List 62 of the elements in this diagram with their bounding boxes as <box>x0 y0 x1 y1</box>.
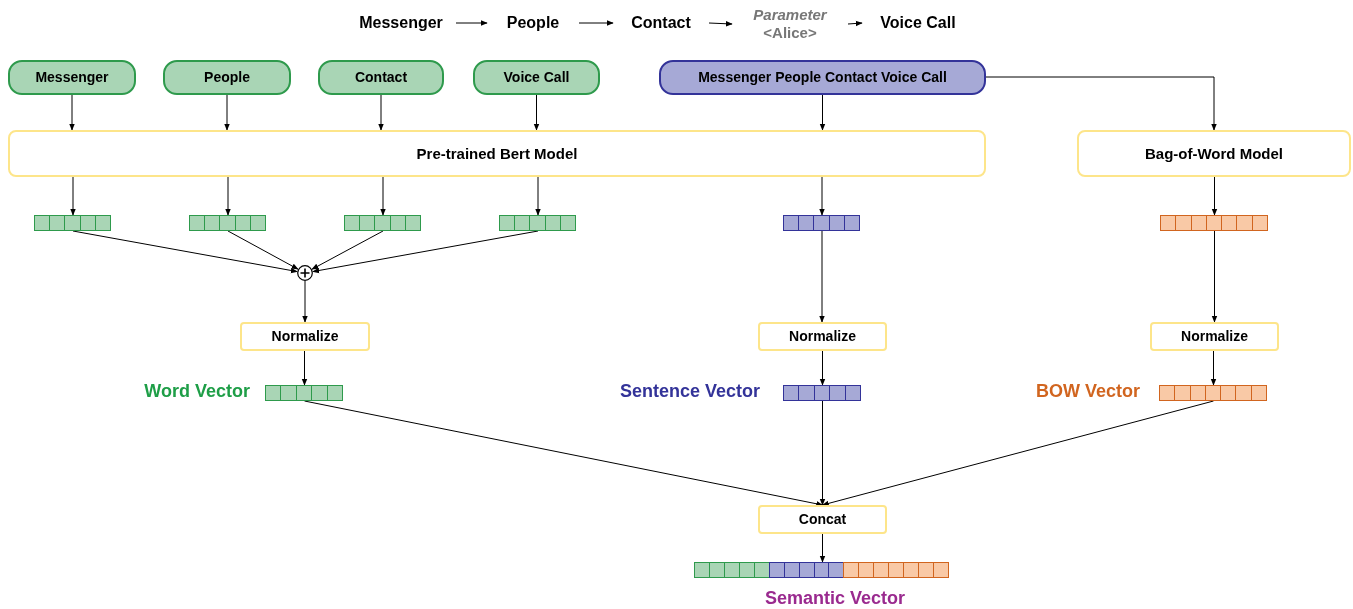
flow-step-label: People <box>506 13 560 33</box>
sentence-pill: Messenger People Contact Voice Call <box>659 60 986 95</box>
arrow <box>312 230 539 274</box>
vector-bar <box>1160 385 1267 401</box>
flow-step-label: Contact <box>631 13 691 33</box>
arrow <box>69 94 75 131</box>
flow-step-label: Voice Call <box>880 13 956 33</box>
vector-label: Word Vector <box>143 381 250 402</box>
arrow <box>1211 176 1218 216</box>
arrow <box>578 20 614 26</box>
vector-bar <box>500 215 576 231</box>
arrow <box>708 20 733 27</box>
word-pill: Contact <box>318 60 444 95</box>
vector-bar <box>695 562 949 578</box>
word-pill: People <box>163 60 291 95</box>
process-box: Normalize <box>1150 322 1279 351</box>
arrow <box>819 533 826 563</box>
arrow <box>455 20 488 26</box>
vector-bar <box>266 385 343 401</box>
vector-bar <box>35 215 111 231</box>
arrow <box>311 230 384 270</box>
vector-bar <box>784 385 861 401</box>
model-box: Pre-trained Bert Model <box>8 130 986 177</box>
flow-step-label: Messenger <box>359 13 443 33</box>
arrow <box>819 350 826 386</box>
plus-circle-icon <box>297 265 313 281</box>
arrow <box>380 176 386 216</box>
arrow <box>1210 350 1217 386</box>
arrow <box>304 400 824 507</box>
arrow <box>847 20 863 27</box>
arrow <box>985 76 1217 131</box>
parameter-label: <Alice> <box>763 24 817 42</box>
arrow <box>819 94 826 131</box>
arrow <box>819 230 825 323</box>
arrow <box>225 176 231 216</box>
arrow <box>821 400 1214 507</box>
arrow <box>819 400 826 506</box>
word-pill: Voice Call <box>473 60 600 95</box>
arrow <box>302 280 308 323</box>
vector-bar <box>345 215 421 231</box>
arrow <box>1211 230 1218 323</box>
arrow <box>533 94 540 131</box>
vector-label: BOW Vector <box>1034 381 1140 402</box>
arrow <box>70 176 76 216</box>
arrow <box>819 176 825 216</box>
parameter-label: Parameter <box>753 6 827 24</box>
arrow <box>535 176 541 216</box>
arrow <box>227 230 299 270</box>
process-box: Concat <box>758 505 887 534</box>
vector-bar <box>190 215 266 231</box>
process-box: Normalize <box>240 322 370 351</box>
word-pill: Messenger <box>8 60 136 95</box>
vector-label: Semantic Vector <box>763 588 907 609</box>
arrow <box>224 94 230 131</box>
vector-bar <box>784 215 860 231</box>
arrow <box>72 230 298 274</box>
vector-bar <box>1161 215 1268 231</box>
model-box: Bag-of-Word Model <box>1077 130 1351 177</box>
arrow <box>301 350 308 386</box>
vector-label: Sentence Vector <box>618 381 760 402</box>
process-box: Normalize <box>758 322 887 351</box>
arrow <box>378 94 384 131</box>
